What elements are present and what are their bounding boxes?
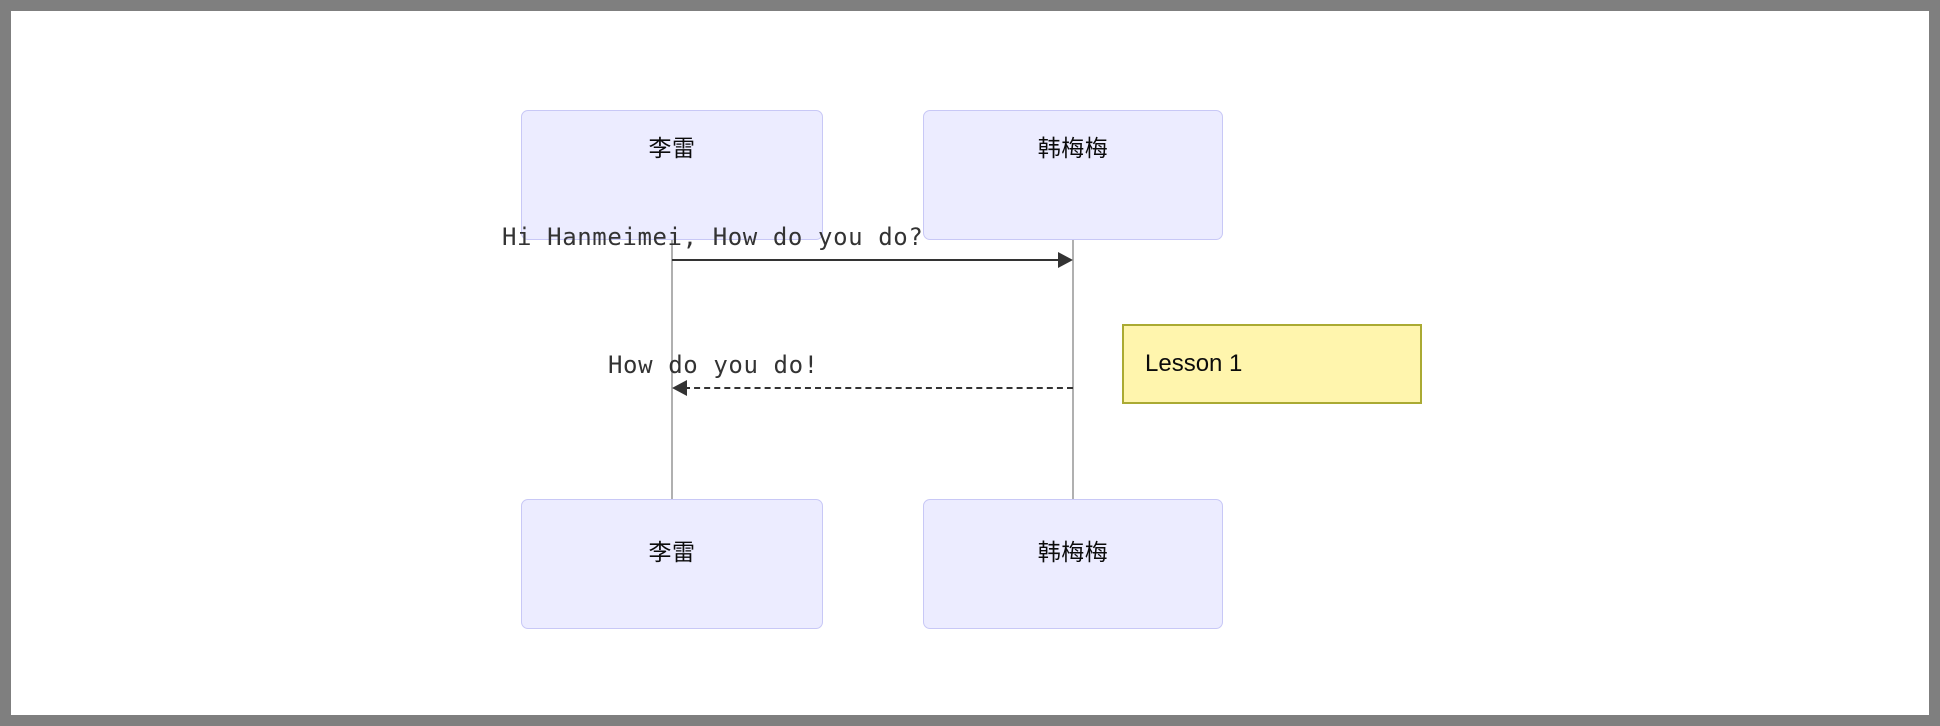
note-lesson-1[interactable]: Lesson 1 [1122,324,1422,404]
actor-box-lilei-top[interactable]: 李雷 [521,110,823,240]
arrowhead-right-icon [1058,252,1073,268]
lifeline-hanmeimei [1072,240,1074,499]
arrowhead-left-icon [672,380,687,396]
note-label: Lesson 1 [1145,350,1243,377]
actor-label-lilei-bottom: 李雷 [648,540,696,566]
actor-box-lilei-bottom[interactable]: 李雷 [521,499,823,629]
actor-box-hanmeimei-top[interactable]: 韩梅梅 [923,110,1223,240]
message-label-2: How do you do! [608,351,819,379]
actor-label-lilei-top: 李雷 [648,136,696,162]
actor-label-hanmeimei-bottom: 韩梅梅 [1037,540,1109,566]
message-label-1: Hi Hanmeimei, How do you do? [502,223,924,251]
actor-label-hanmeimei-top: 韩梅梅 [1037,136,1109,162]
diagram-canvas: 李雷 韩梅梅 Hi Hanmeimei, How do you do? Less… [11,11,1929,715]
message-line-1 [672,259,1062,261]
actor-box-hanmeimei-bottom[interactable]: 韩梅梅 [923,499,1223,629]
message-line-2 [684,387,1073,389]
sequence-diagram: 李雷 韩梅梅 Hi Hanmeimei, How do you do? Less… [11,11,1929,715]
lifeline-lilei [671,240,673,499]
